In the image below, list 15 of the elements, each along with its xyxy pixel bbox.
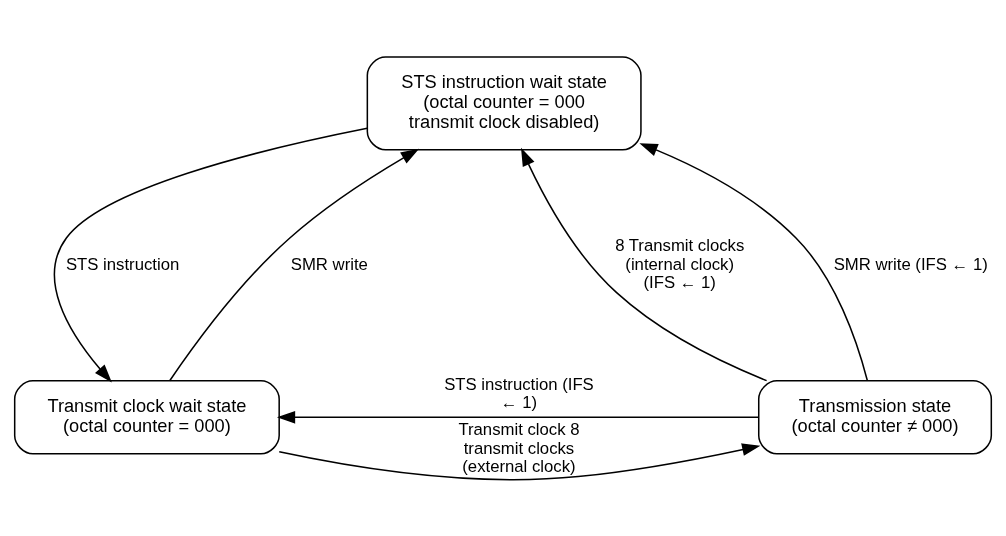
- edge-label: Transmit clock 8 transmit clocks (external clock): [458, 419, 580, 476]
- edge-label: SMR write (IFS ← 1): [833, 254, 988, 274]
- edge-label: 8 Transmit clocks (internal clock) (IFS ← 1): [615, 235, 745, 292]
- edge-label: SMR write: [290, 254, 368, 274]
- edge-label: STS instruction (IFS ← 1): [444, 374, 594, 412]
- arrow: [639, 142, 869, 382]
- arrow: [53, 127, 368, 382]
- edge-label: STS instruction: [65, 254, 180, 274]
- node-box: Transmit clock wait state (octal counter = 000): [13, 379, 280, 455]
- arrow: [278, 442, 761, 480]
- arrow: [521, 147, 768, 381]
- node-box: STS instruction wait state (octal counter = 000 transmit clock disabled): [366, 55, 642, 151]
- node-box: Transmission state (octal counter ≠ 000): [758, 379, 993, 455]
- arrow: [276, 410, 760, 424]
- arrow: [168, 148, 420, 382]
